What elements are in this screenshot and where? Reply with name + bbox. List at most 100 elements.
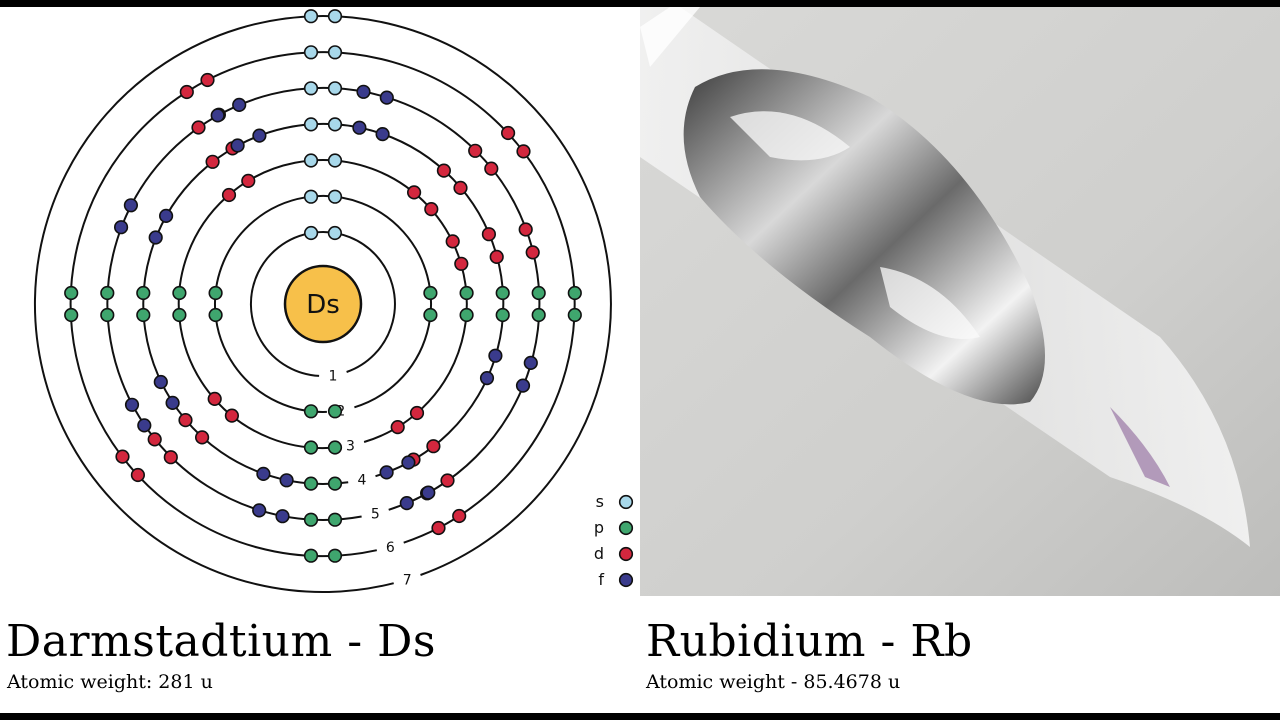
p-electron (303, 476, 319, 491)
right-element-title: Rubidium - Rb (646, 616, 973, 667)
s-electron (303, 45, 319, 60)
d-electron (424, 202, 439, 217)
f-electron (479, 371, 495, 386)
p-electron (327, 404, 343, 419)
f-electron (230, 138, 245, 153)
d-electron (147, 432, 162, 447)
s-electron (327, 117, 343, 132)
left-element-title: Darmstadtium - Ds (6, 616, 436, 667)
d-electron (440, 473, 455, 488)
right-atomic-weight: Atomic weight - 85.4678 u (646, 671, 901, 693)
shell-label-7: 7 (403, 572, 412, 588)
f-electron (488, 348, 503, 363)
metal-reflection (730, 111, 850, 161)
p-electron (208, 285, 223, 301)
p-electron (303, 548, 319, 563)
p-electron (567, 285, 582, 301)
nucleus: Ds (283, 264, 363, 344)
p-electron (327, 512, 343, 527)
p-electron (100, 307, 115, 323)
legend-swatch-p (618, 520, 634, 536)
legend-swatch-s (618, 494, 634, 510)
f-electron (379, 465, 394, 480)
d-electron (191, 120, 206, 135)
f-electron (137, 418, 152, 433)
p-electron (423, 307, 438, 323)
shell-label-6: 6 (386, 540, 395, 556)
f-electron (124, 397, 140, 412)
d-electron (224, 408, 239, 423)
d-electron (454, 256, 469, 271)
s-electron (303, 117, 319, 132)
legend-label-f: f (598, 570, 604, 589)
shell-label-1: 1 (329, 368, 338, 384)
p-electron (64, 285, 79, 301)
f-electron (252, 128, 267, 143)
shell-label-4: 4 (358, 473, 367, 489)
nucleus-symbol: Ds (306, 290, 340, 320)
electrons (64, 9, 582, 563)
s-electron (303, 189, 319, 204)
p-electron (495, 307, 510, 323)
f-electron (275, 509, 290, 524)
p-electron (64, 307, 79, 323)
d-electron (445, 234, 460, 249)
s-electron (303, 9, 319, 24)
d-electron (178, 413, 193, 428)
d-electron (525, 245, 540, 260)
nucleus-circle (283, 264, 363, 344)
d-electron (409, 405, 425, 421)
d-electron (205, 154, 220, 169)
f-electron (159, 208, 174, 223)
s-electron (327, 45, 343, 60)
metal-reflection-lower (880, 267, 980, 339)
s-electron (327, 9, 343, 24)
s-electron (303, 153, 319, 168)
p-electron (327, 548, 343, 563)
rubidium-photo (640, 7, 1280, 596)
f-electron (375, 127, 390, 142)
p-electron (172, 307, 187, 323)
shell-label-3: 3 (346, 438, 355, 454)
f-electron (210, 108, 225, 123)
d-electron (484, 161, 499, 176)
p-electron (459, 307, 474, 323)
p-electron (303, 512, 319, 527)
f-electron (153, 374, 168, 390)
f-electron (523, 355, 538, 371)
d-electron (426, 439, 441, 454)
d-electron (221, 187, 237, 203)
d-electron (195, 430, 210, 445)
d-electron (130, 467, 145, 483)
f-electron (379, 90, 394, 105)
d-electron (481, 227, 497, 242)
p-electron (136, 285, 151, 301)
f-electron (256, 466, 271, 482)
d-electron (501, 125, 516, 141)
legend-swatch-f (618, 572, 634, 588)
d-electron (407, 185, 422, 200)
shell-label-5: 5 (371, 507, 380, 523)
d-electron (390, 420, 405, 435)
s-electron (327, 153, 343, 168)
glass-highlight (640, 7, 700, 67)
p-electron (100, 285, 115, 301)
f-electron (399, 496, 414, 511)
p-electron (495, 285, 510, 301)
d-electron (436, 163, 452, 178)
p-electron (172, 285, 187, 301)
d-electron (163, 450, 178, 465)
f-electron (123, 198, 138, 213)
d-electron (115, 449, 130, 464)
p-electron (531, 285, 546, 301)
f-electron (515, 378, 531, 393)
legend-label-d: d (594, 544, 604, 563)
p-electron (327, 476, 343, 491)
d-electron (241, 173, 256, 188)
f-electron (421, 485, 436, 500)
f-electron (148, 230, 163, 245)
d-electron (207, 391, 222, 407)
s-electron (327, 81, 343, 96)
